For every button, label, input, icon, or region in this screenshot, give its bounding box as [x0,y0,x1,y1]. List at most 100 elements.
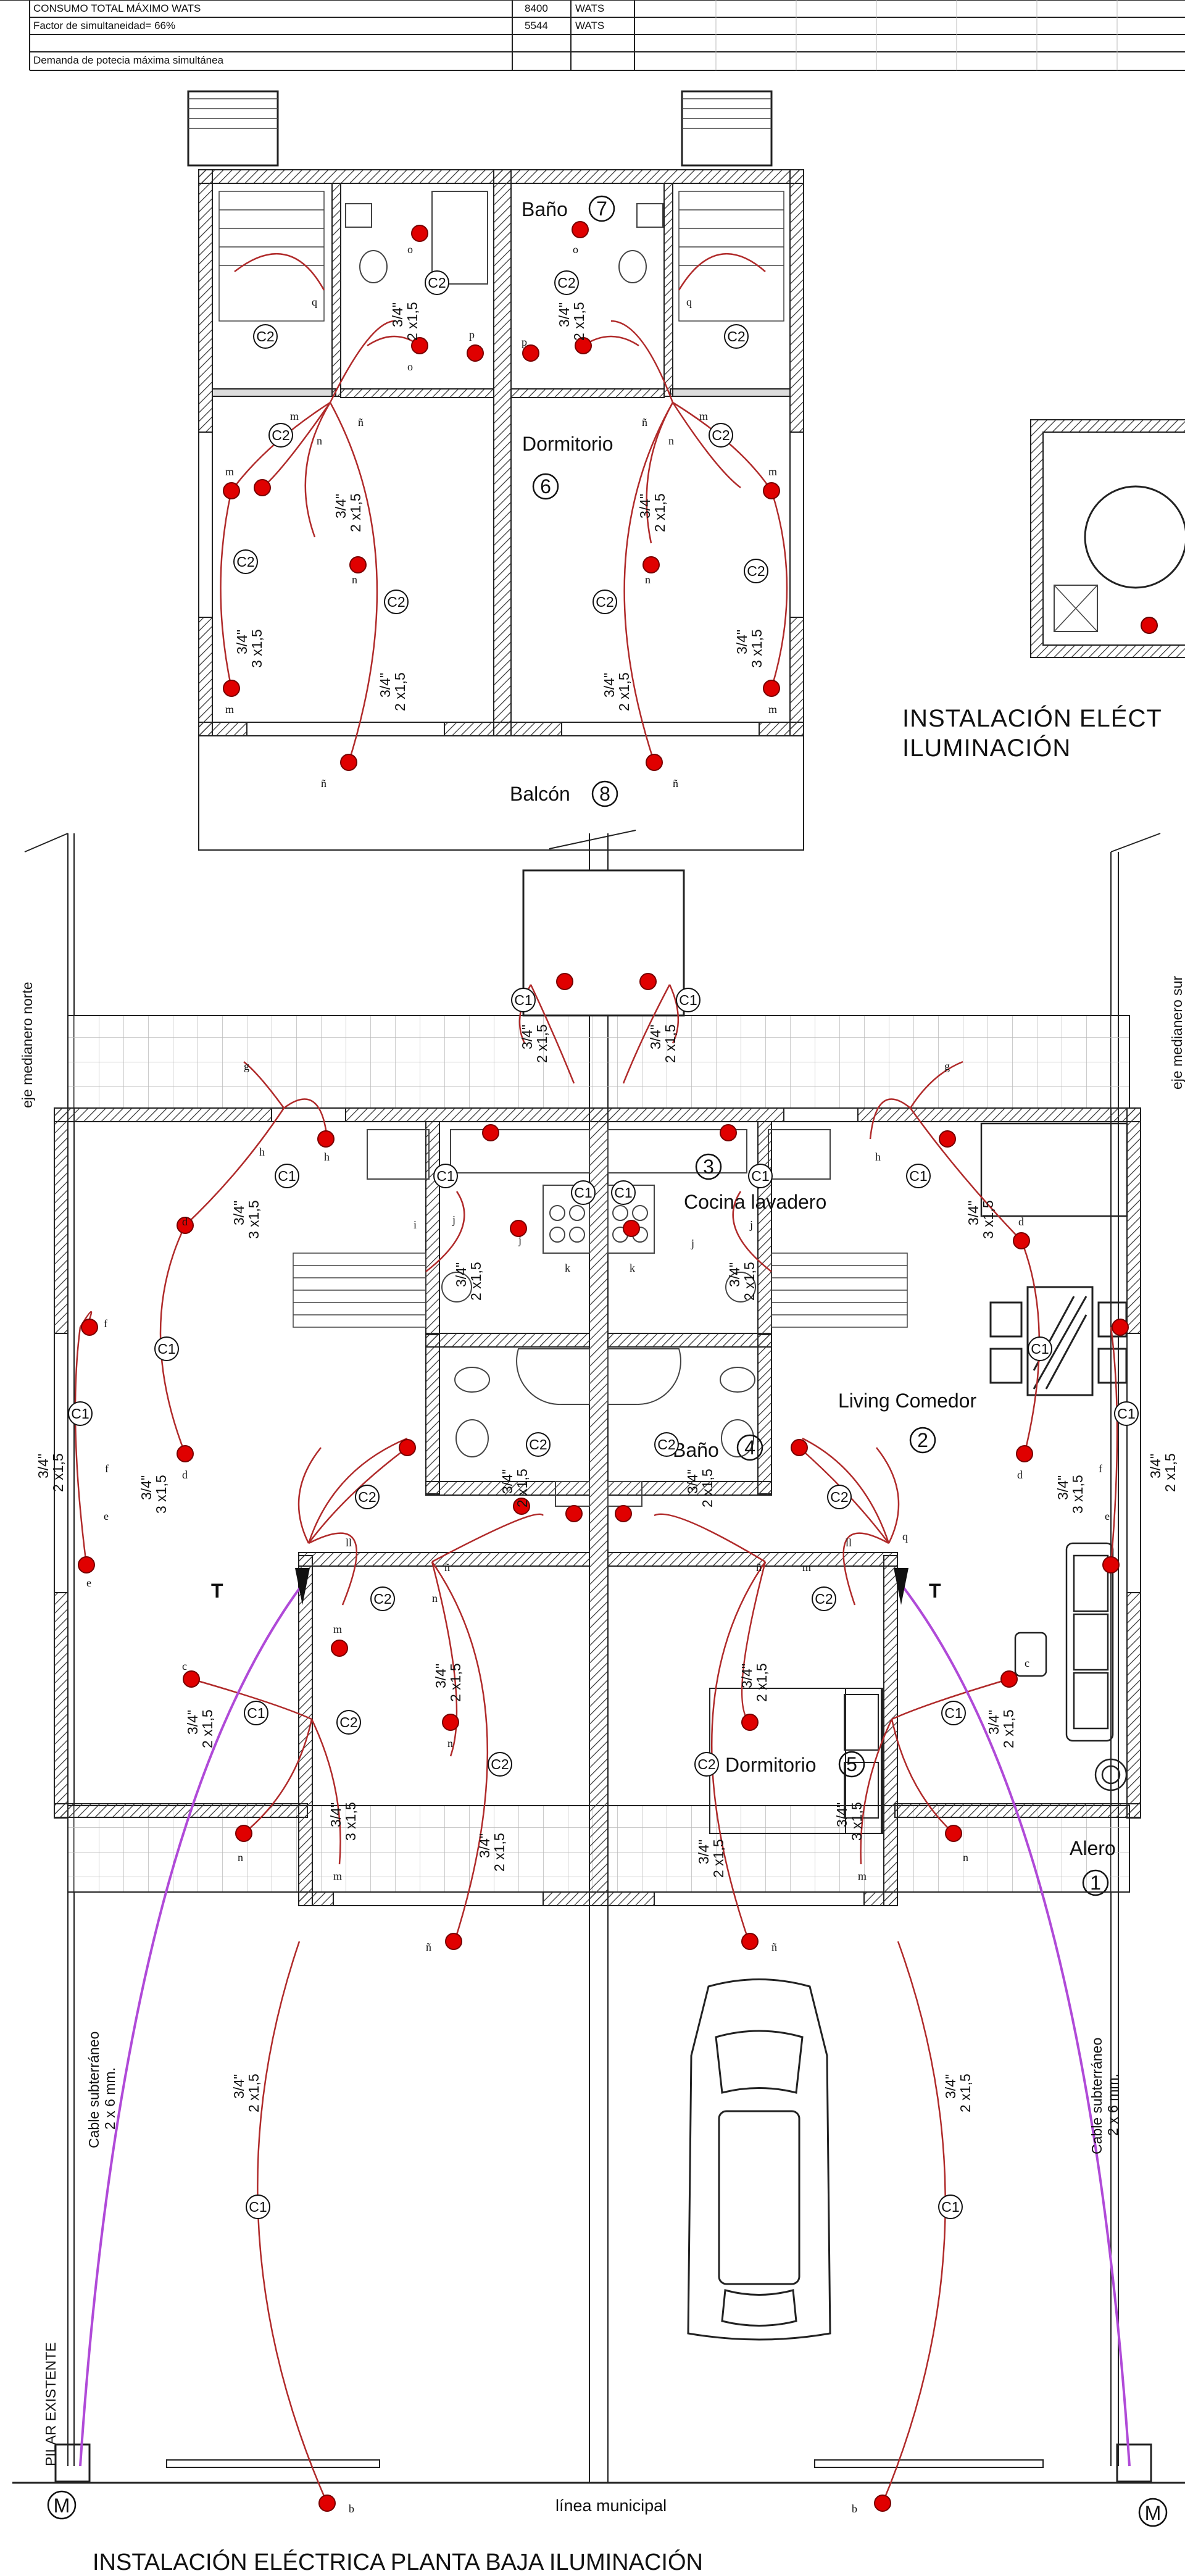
row-unit: WATS [575,2,605,14]
svg-text:3/4": 3/4" [234,630,250,654]
row-label: Factor de simultaneidad= 66% [33,20,176,31]
distribution-boards [295,1568,908,1605]
svg-text:n: n [645,573,651,586]
svg-text:c: c [1025,1657,1029,1669]
cable-label-left: Cable subterráneo 2 x 6 mm. [86,2032,118,2148]
room-name-2: Living Comedor [838,1390,976,1412]
svg-text:C1: C1 [247,1705,265,1721]
svg-text:j: j [452,1214,455,1226]
svg-text:2 x1,5: 2 x1,5 [246,2074,262,2112]
svg-text:1: 1 [1090,1872,1101,1894]
svg-text:C1: C1 [574,1185,592,1201]
svg-text:i: i [414,1219,417,1231]
svg-text:m: m [225,465,234,478]
svg-text:e: e [104,1510,109,1522]
svg-text:3/4": 3/4" [986,1710,1002,1735]
svg-text:7: 7 [596,198,607,220]
svg-text:ñ: ñ [358,416,364,428]
svg-text:3/4": 3/4" [231,2074,247,2099]
svg-text:2 x1,5: 2 x1,5 [199,1709,215,1748]
svg-text:d: d [182,1469,188,1481]
svg-text:m: m [333,1870,342,1882]
svg-text:3 x1,5: 3 x1,5 [153,1475,169,1514]
svg-text:n: n [432,1592,438,1604]
svg-text:Cable subterráneo: Cable subterráneo [86,2032,102,2148]
svg-text:C1: C1 [71,1406,89,1422]
svg-text:ñ: ñ [426,1941,431,1953]
svg-text:ñ: ñ [771,1941,777,1953]
svg-text:C2: C2 [491,1756,509,1772]
svg-text:3 x1,5: 3 x1,5 [246,1200,262,1239]
svg-text:d: d [1017,1469,1023,1481]
upper-floor [187,90,804,851]
svg-text:m: m [768,703,777,715]
room-name-6: Dormitorio [522,433,613,455]
svg-text:2 x1,5: 2 x1,5 [741,1262,757,1301]
row-unit: WATS [575,20,605,31]
svg-text:3/4": 3/4" [433,1664,449,1688]
svg-text:3/4": 3/4" [453,1262,469,1287]
svg-text:2 x1,5: 2 x1,5 [1000,1709,1017,1748]
meter-right: M [1138,2498,1168,2527]
svg-text:3/4": 3/4" [637,494,653,519]
svg-text:h: h [259,1146,265,1158]
bottom-title: INSTALACIÓN ELÉCTRICA PLANTA BAJA ILUMIN… [93,2549,703,2575]
room-name-1: Alero [1070,1837,1116,1859]
room-name-3: Cocina lavadero [684,1191,826,1213]
room-name-4: Baño [673,1439,719,1461]
svg-text:C1: C1 [679,992,697,1008]
svg-text:2 x1,5: 2 x1,5 [534,1024,550,1063]
svg-text:q: q [902,1530,908,1543]
svg-text:2 x1,5: 2 x1,5 [392,672,408,711]
svg-text:ll: ll [346,1536,352,1549]
svg-text:C2: C2 [236,554,254,570]
svg-text:3/4": 3/4" [185,1710,201,1735]
svg-text:C1: C1 [941,2199,959,2215]
section-title-line1: INSTALACIÓN ELÉCT [902,705,1162,732]
svg-text:k: k [565,1262,570,1274]
svg-text:4: 4 [744,1436,755,1459]
svg-text:3/4": 3/4" [377,673,393,698]
svg-text:3/4": 3/4" [1055,1475,1071,1500]
svg-text:2 x1,5: 2 x1,5 [1162,1453,1178,1492]
svg-text:3/4": 3/4" [556,302,572,327]
svg-text:C2: C2 [830,1489,848,1505]
svg-text:o: o [407,361,413,373]
svg-text:d: d [182,1215,188,1228]
svg-text:3/4": 3/4" [601,673,617,698]
room-number-6: 6 [532,473,559,500]
svg-text:3/4": 3/4" [647,1025,663,1049]
svg-text:C1: C1 [909,1168,927,1184]
row-value: 8400 [525,2,548,14]
svg-text:n: n [963,1851,968,1864]
svg-text:8: 8 [599,783,610,805]
room-name-5: Dormitorio [725,1754,817,1776]
svg-text:e: e [1105,1510,1110,1522]
svg-text:3/4": 3/4" [739,1664,755,1688]
svg-text:C2: C2 [747,563,765,579]
svg-text:b: b [852,2503,857,2515]
svg-text:C1: C1 [278,1168,296,1184]
svg-text:2 x1,5: 2 x1,5 [754,1663,770,1702]
svg-text:3/4": 3/4" [965,1201,981,1225]
svg-text:n: n [447,1737,453,1749]
svg-text:3/4": 3/4" [834,1803,850,1827]
svg-text:q: q [312,296,317,308]
load-table: CONSUMO TOTAL MÁXIMO WATS 8400 WATS Fact… [0,0,1185,71]
lamp-points [78,221,1129,2512]
svg-text:2 x1,5: 2 x1,5 [514,1469,530,1507]
svg-text:3/4": 3/4" [328,1803,344,1827]
svg-text:m: m [225,703,234,715]
row-label: CONSUMO TOTAL MÁXIMO WATS [33,2,201,14]
svg-text:C2: C2 [256,328,274,344]
ground-floor [12,830,1185,2484]
svg-text:C2: C2 [657,1436,675,1453]
svg-text:2 x1,5: 2 x1,5 [652,493,668,532]
svg-text:ñ: ñ [642,416,647,428]
room-number-3: 3 [695,1153,722,1180]
svg-text:C1: C1 [1031,1341,1049,1357]
svg-text:3 x1,5: 3 x1,5 [849,1802,865,1841]
svg-text:e: e [86,1577,91,1589]
svg-text:p: p [522,336,527,348]
svg-text:2: 2 [917,1429,928,1451]
